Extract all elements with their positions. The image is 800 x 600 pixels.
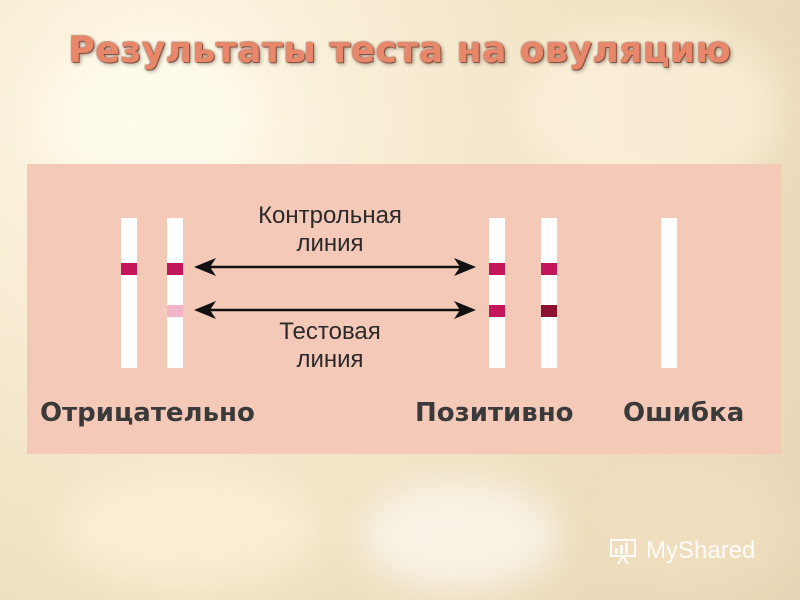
negative-strip-2 xyxy=(167,218,183,368)
error-strip xyxy=(661,218,677,368)
control-line-label-1: Контрольная xyxy=(258,202,402,229)
negative-strip-1 xyxy=(121,218,137,368)
background-blob xyxy=(360,480,560,590)
control-mark xyxy=(541,263,557,275)
strong-test-mark xyxy=(541,305,557,317)
negative-label: Отрицательно xyxy=(40,398,255,428)
background-blob xyxy=(600,460,790,590)
watermark-text: MyShared xyxy=(646,537,756,564)
control-line-label-2: линия xyxy=(296,230,364,257)
watermark: MyShared xyxy=(608,536,755,566)
test-line-label-2: линия xyxy=(296,346,364,373)
control-mark xyxy=(489,263,505,275)
control-mark xyxy=(121,263,137,275)
test-line-label: Тестовая линия xyxy=(200,318,460,374)
test-mark xyxy=(489,305,505,317)
positive-label: Позитивно xyxy=(415,398,574,428)
positive-strip-1 xyxy=(489,218,505,368)
test-line-label-1: Тестовая xyxy=(279,318,381,345)
control-line-label: Контрольная линия xyxy=(200,202,460,258)
presentation-icon xyxy=(610,539,636,565)
background-blob xyxy=(60,470,320,590)
positive-strip-2 xyxy=(541,218,557,368)
control-mark xyxy=(167,263,183,275)
error-label: Ошибка xyxy=(623,398,745,428)
page-title: Результаты теста на овуляцию xyxy=(68,30,732,71)
faint-test-mark xyxy=(167,305,183,317)
